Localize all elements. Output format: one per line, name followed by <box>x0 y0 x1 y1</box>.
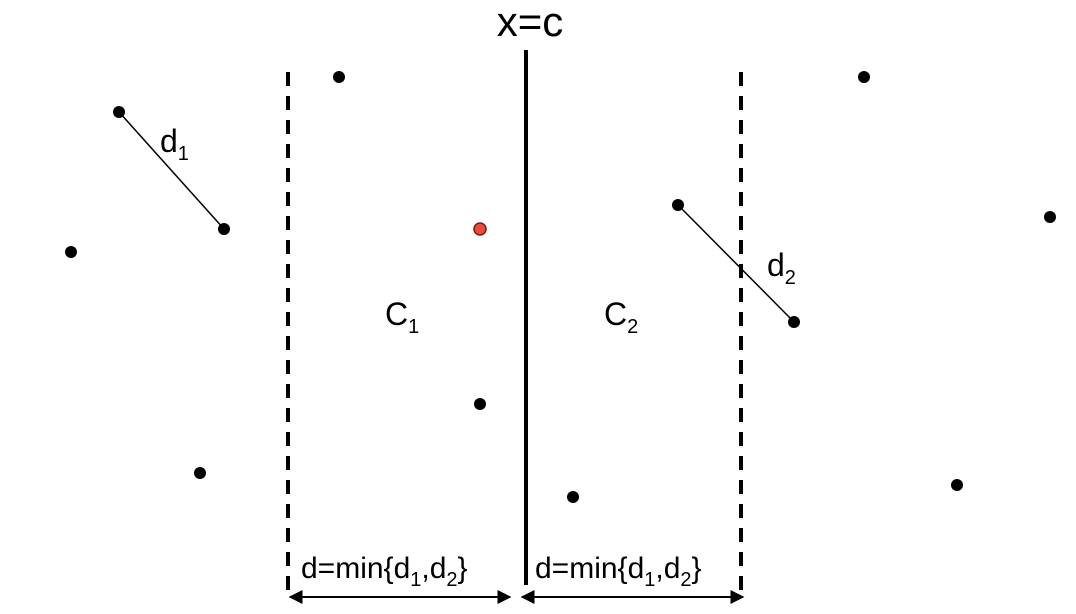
point <box>1044 211 1056 223</box>
point <box>218 223 230 235</box>
strip-width-label-right: d=min{d1,d2} <box>535 552 702 591</box>
point <box>951 479 963 491</box>
point <box>672 199 684 211</box>
point <box>113 106 125 118</box>
strip-width-label-left: d=min{d1,d2} <box>301 552 468 591</box>
distance-label-d2: d2 <box>767 247 796 289</box>
point <box>858 71 870 83</box>
distance-segment-d1 <box>118 111 225 230</box>
highlighted-point <box>473 222 487 236</box>
point <box>474 398 486 410</box>
region-label-c1: C1 <box>385 296 419 338</box>
points <box>65 71 1056 503</box>
distance-segment-d2 <box>677 204 795 323</box>
point <box>567 491 579 503</box>
region-label-c2: C2 <box>604 296 638 338</box>
point <box>788 316 800 328</box>
distance-label-d1: d1 <box>160 123 189 165</box>
point <box>194 467 206 479</box>
point <box>333 71 345 83</box>
dividing-line-label: x=c <box>497 0 564 45</box>
point <box>65 246 77 258</box>
